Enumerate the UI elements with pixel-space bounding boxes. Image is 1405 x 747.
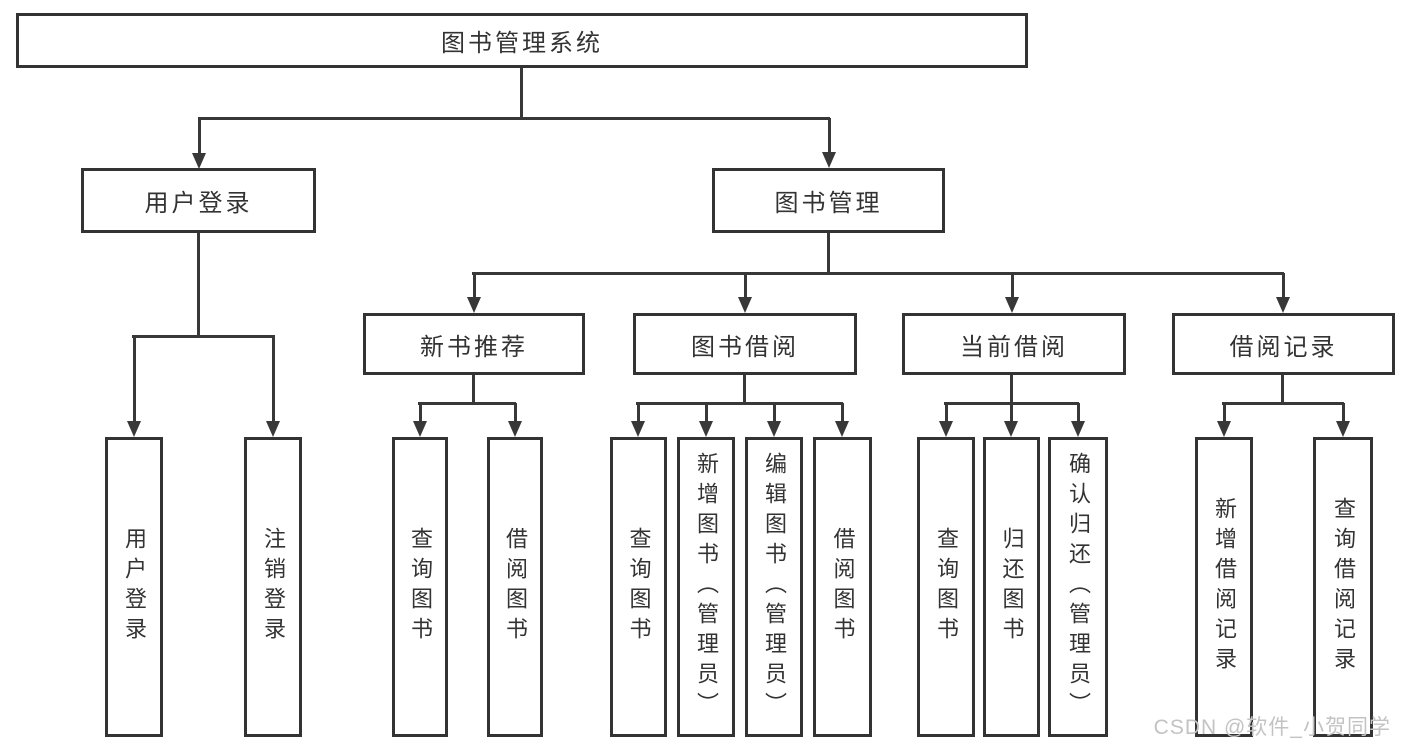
arrow-to-leaf [835,403,849,437]
leaf-label: 归还图书 [999,527,1025,647]
connector-rail [418,402,516,405]
arrow-to-leaf-user-login [127,336,141,437]
leaf-user-login: 用户登录 [105,437,163,737]
arrow-to-leaf [1004,403,1018,437]
leaf-label: 新增借阅记录 [1212,497,1237,677]
node-label: 当前借阅 [960,333,1068,361]
node-label: 图书管理 [774,190,883,217]
leaf-label: 借阅图书 [830,527,856,647]
leaf-add-book-admin: 新增图书（管理员） [677,437,735,737]
arrow-to-current-borrow [1005,273,1019,313]
leaf-label: 查询图书 [934,527,959,647]
leaf-borrow-books-recommend: 借阅图书 [487,437,543,737]
node-new-book-recommend: 新书推荐 [363,313,585,375]
connector-stem [1281,375,1284,403]
connector-user-login-stem [197,233,200,336]
leaf-confirm-return-admin: 确认归还（管理员） [1048,437,1108,737]
node-book-management: 图书管理 [712,168,945,233]
leaf-label: 查询图书 [408,527,433,647]
arrow-to-leaf [939,403,953,437]
arrow-to-leaf [1071,403,1085,437]
arrow-to-leaf [1336,403,1350,437]
connector-user-login-rail [132,335,275,338]
connector-level2-rail [198,117,830,120]
arrow-to-leaf [699,403,713,437]
leaf-label: 编辑图书（管理员） [762,452,787,722]
leaf-label: 借阅图书 [503,527,528,647]
leaf-label: 用户登录 [122,527,147,647]
leaf-borrow-books: 借阅图书 [813,437,872,737]
node-user-login: 用户登录 [81,168,316,233]
leaf-logout: 注销登录 [244,437,302,737]
arrow-to-new-book-recommend [467,273,481,313]
leaf-query-books-borrow: 查询图书 [610,437,667,737]
arrow-to-book-borrow [738,273,752,313]
leaf-label: 查询图书 [626,527,652,647]
arrow-to-book-management [822,118,836,168]
node-label: 新书推荐 [420,333,528,361]
node-label: 借阅记录 [1229,333,1338,361]
node-label: 图书管理系统 [441,30,603,57]
connector-stem [1010,375,1013,403]
connector-level3-rail [472,272,1284,275]
connector-book-management-stem [827,233,830,273]
arrow-to-leaf [767,403,781,437]
node-current-borrow: 当前借阅 [902,313,1126,375]
node-library-management-system: 图书管理系统 [16,13,1028,68]
leaf-query-books-current: 查询图书 [917,437,975,737]
connector-stem [743,375,746,403]
leaf-edit-book-admin: 编辑图书（管理员） [745,437,803,737]
arrow-to-leaf [631,403,645,437]
leaf-add-borrow-record: 新增借阅记录 [1195,437,1253,737]
leaf-query-books-recommend: 查询图书 [392,437,448,737]
arrow-to-user-login [192,118,206,169]
connector-rail [1222,402,1344,405]
leaf-label: 注销登录 [261,527,286,647]
node-borrow-records: 借阅记录 [1172,313,1395,375]
connector-rail [636,402,843,405]
arrow-to-leaf-logout [266,336,280,437]
csdn-watermark: CSDN @软件_小贺同学 [1153,716,1391,739]
leaf-label: 新增图书（管理员） [694,452,719,722]
node-label: 用户登录 [144,190,253,217]
leaf-query-borrow-record: 查询借阅记录 [1313,437,1373,737]
leaf-label: 确认归还（管理员） [1066,452,1091,722]
node-label: 图书借阅 [691,333,799,361]
arrow-to-leaf [508,403,522,437]
arrow-to-leaf [413,403,427,437]
leaf-return-book: 归还图书 [983,437,1040,737]
node-book-borrow: 图书借阅 [633,313,857,375]
arrow-to-leaf [1217,403,1231,437]
connector-root-stem [520,68,523,118]
arrow-to-borrow-records [1276,273,1290,313]
connector-stem [472,375,475,403]
leaf-label: 查询借阅记录 [1331,497,1356,677]
